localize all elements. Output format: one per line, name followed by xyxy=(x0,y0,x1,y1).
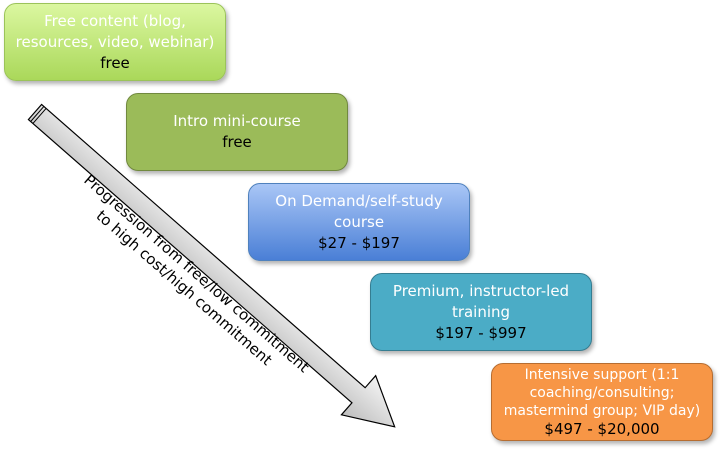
step-price: $197 - $997 xyxy=(435,323,527,342)
step-intro-mini-course: Intro mini-course free xyxy=(126,93,348,171)
step-price: free xyxy=(100,53,130,72)
step-price: $27 - $197 xyxy=(318,233,400,252)
step-title: Free content (blog, resources, video, we… xyxy=(15,11,215,51)
step-premium-training: Premium, instructor-led training $197 - … xyxy=(370,273,592,351)
step-intensive-support: Intensive support (1:1 coaching/consulti… xyxy=(491,363,713,441)
step-title: On Demand/self-study course xyxy=(275,191,443,231)
step-on-demand-course: On Demand/self-study course $27 - $197 xyxy=(248,183,470,261)
step-title: Intro mini-course xyxy=(173,112,301,130)
step-title: Premium, instructor-led training xyxy=(392,281,570,321)
step-price: free xyxy=(222,133,252,151)
step-free-content: Free content (blog, resources, video, we… xyxy=(4,3,226,81)
step-price: $497 - $20,000 xyxy=(544,420,660,438)
step-title: Intensive support (1:1 coaching/consulti… xyxy=(503,367,701,419)
